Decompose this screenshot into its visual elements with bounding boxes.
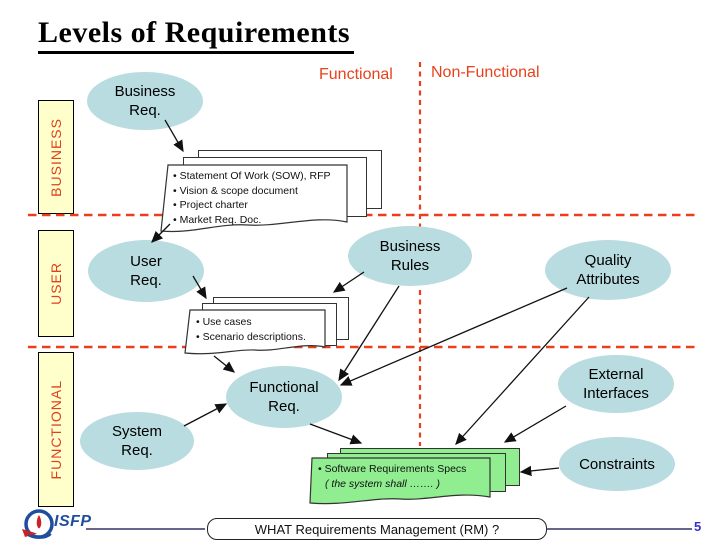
isfp-logo-text: ISFP — [54, 513, 92, 530]
level-label-user: USER — [48, 262, 64, 305]
business-rules-line1: Business — [379, 238, 441, 255]
system-req-line1: System — [111, 423, 162, 440]
footer-banner-text: WHAT Requirements Management (RM) ? — [254, 521, 500, 537]
functional-req-line2: Req. — [268, 398, 300, 415]
arrow-system-req-to-functional-req — [183, 403, 228, 427]
doc-item-software-specs: Software Requirements Specs — [318, 462, 488, 477]
footer-banner: WHAT Requirements Management (RM) ? — [207, 518, 547, 540]
isfp-logo: ISFP — [16, 504, 116, 544]
ellipse-business-rules: Business Rules — [348, 226, 472, 286]
business-documents-text: Statement Of Work (SOW), RFP Vision & sc… — [173, 169, 353, 227]
business-req-line1: Business — [114, 83, 176, 100]
user-req-line2: Req. — [130, 272, 162, 289]
level-label-functional: FUNCTIONAL — [48, 379, 64, 480]
external-interfaces-line1: External — [588, 366, 644, 383]
user-req-line1: User — [130, 253, 162, 270]
doc-item-use-cases: Use cases — [196, 315, 331, 330]
ellipse-user-req: User Req. — [88, 240, 204, 302]
level-label-business: BUSINESS — [48, 117, 64, 197]
ellipse-system-req: System Req. — [80, 412, 194, 470]
ellipse-business-req: Business Req. — [87, 72, 203, 130]
arrow-external-interfaces-to-specs — [503, 405, 567, 443]
doc-item-market-req: Market Req. Doc. — [173, 213, 353, 228]
arrow-functional-req-to-specs — [309, 423, 363, 445]
doc-item-sow-rfp: Statement Of Work (SOW), RFP — [173, 169, 353, 184]
doc-item-project-charter: Project charter — [173, 198, 353, 213]
constraints-line1: Constraints — [579, 455, 655, 473]
functional-column-label: Functional — [319, 66, 393, 83]
arrow-constraints-to-specs — [519, 465, 560, 477]
isfp-logo-emblem-icon — [22, 509, 54, 539]
external-interfaces-line2: Interfaces — [583, 385, 649, 402]
arrow-business-rules-to-user-docs — [332, 271, 365, 293]
ellipse-quality-attributes: Quality Attributes — [545, 240, 671, 300]
level-box-functional: FUNCTIONAL — [38, 352, 74, 507]
quality-attributes-line1: Quality — [584, 252, 632, 269]
page-title: Levels of Requirements — [38, 16, 355, 54]
arrow-quality-attributes-to-functional-req — [339, 287, 568, 386]
ellipse-external-interfaces: External Interfaces — [558, 355, 674, 413]
doc-item-scenario-descriptions: Scenario descriptions. — [196, 330, 331, 345]
business-req-line2: Req. — [129, 102, 161, 119]
page-number: 5 — [694, 519, 702, 534]
doc-item-vision-scope: Vision & scope document — [173, 184, 353, 199]
functional-req-line1: Functional — [249, 379, 319, 396]
non-functional-column-label: Non-Functional — [431, 64, 540, 81]
doc-item-system-shall: ( the system shall ……. ) — [325, 477, 440, 490]
level-box-user: USER — [38, 230, 74, 337]
system-req-line2: Req. — [121, 442, 153, 459]
quality-attributes-line2: Attributes — [576, 271, 640, 288]
level-box-business: BUSINESS — [38, 100, 74, 214]
user-documents-text: Use cases Scenario descriptions. — [196, 315, 331, 344]
ellipse-constraints: Constraints — [559, 437, 675, 491]
software-specs-text: Software Requirements Specs ( the system… — [318, 462, 488, 491]
ellipse-functional-req: Functional Req. — [226, 366, 342, 428]
business-rules-line2: Rules — [390, 257, 430, 274]
